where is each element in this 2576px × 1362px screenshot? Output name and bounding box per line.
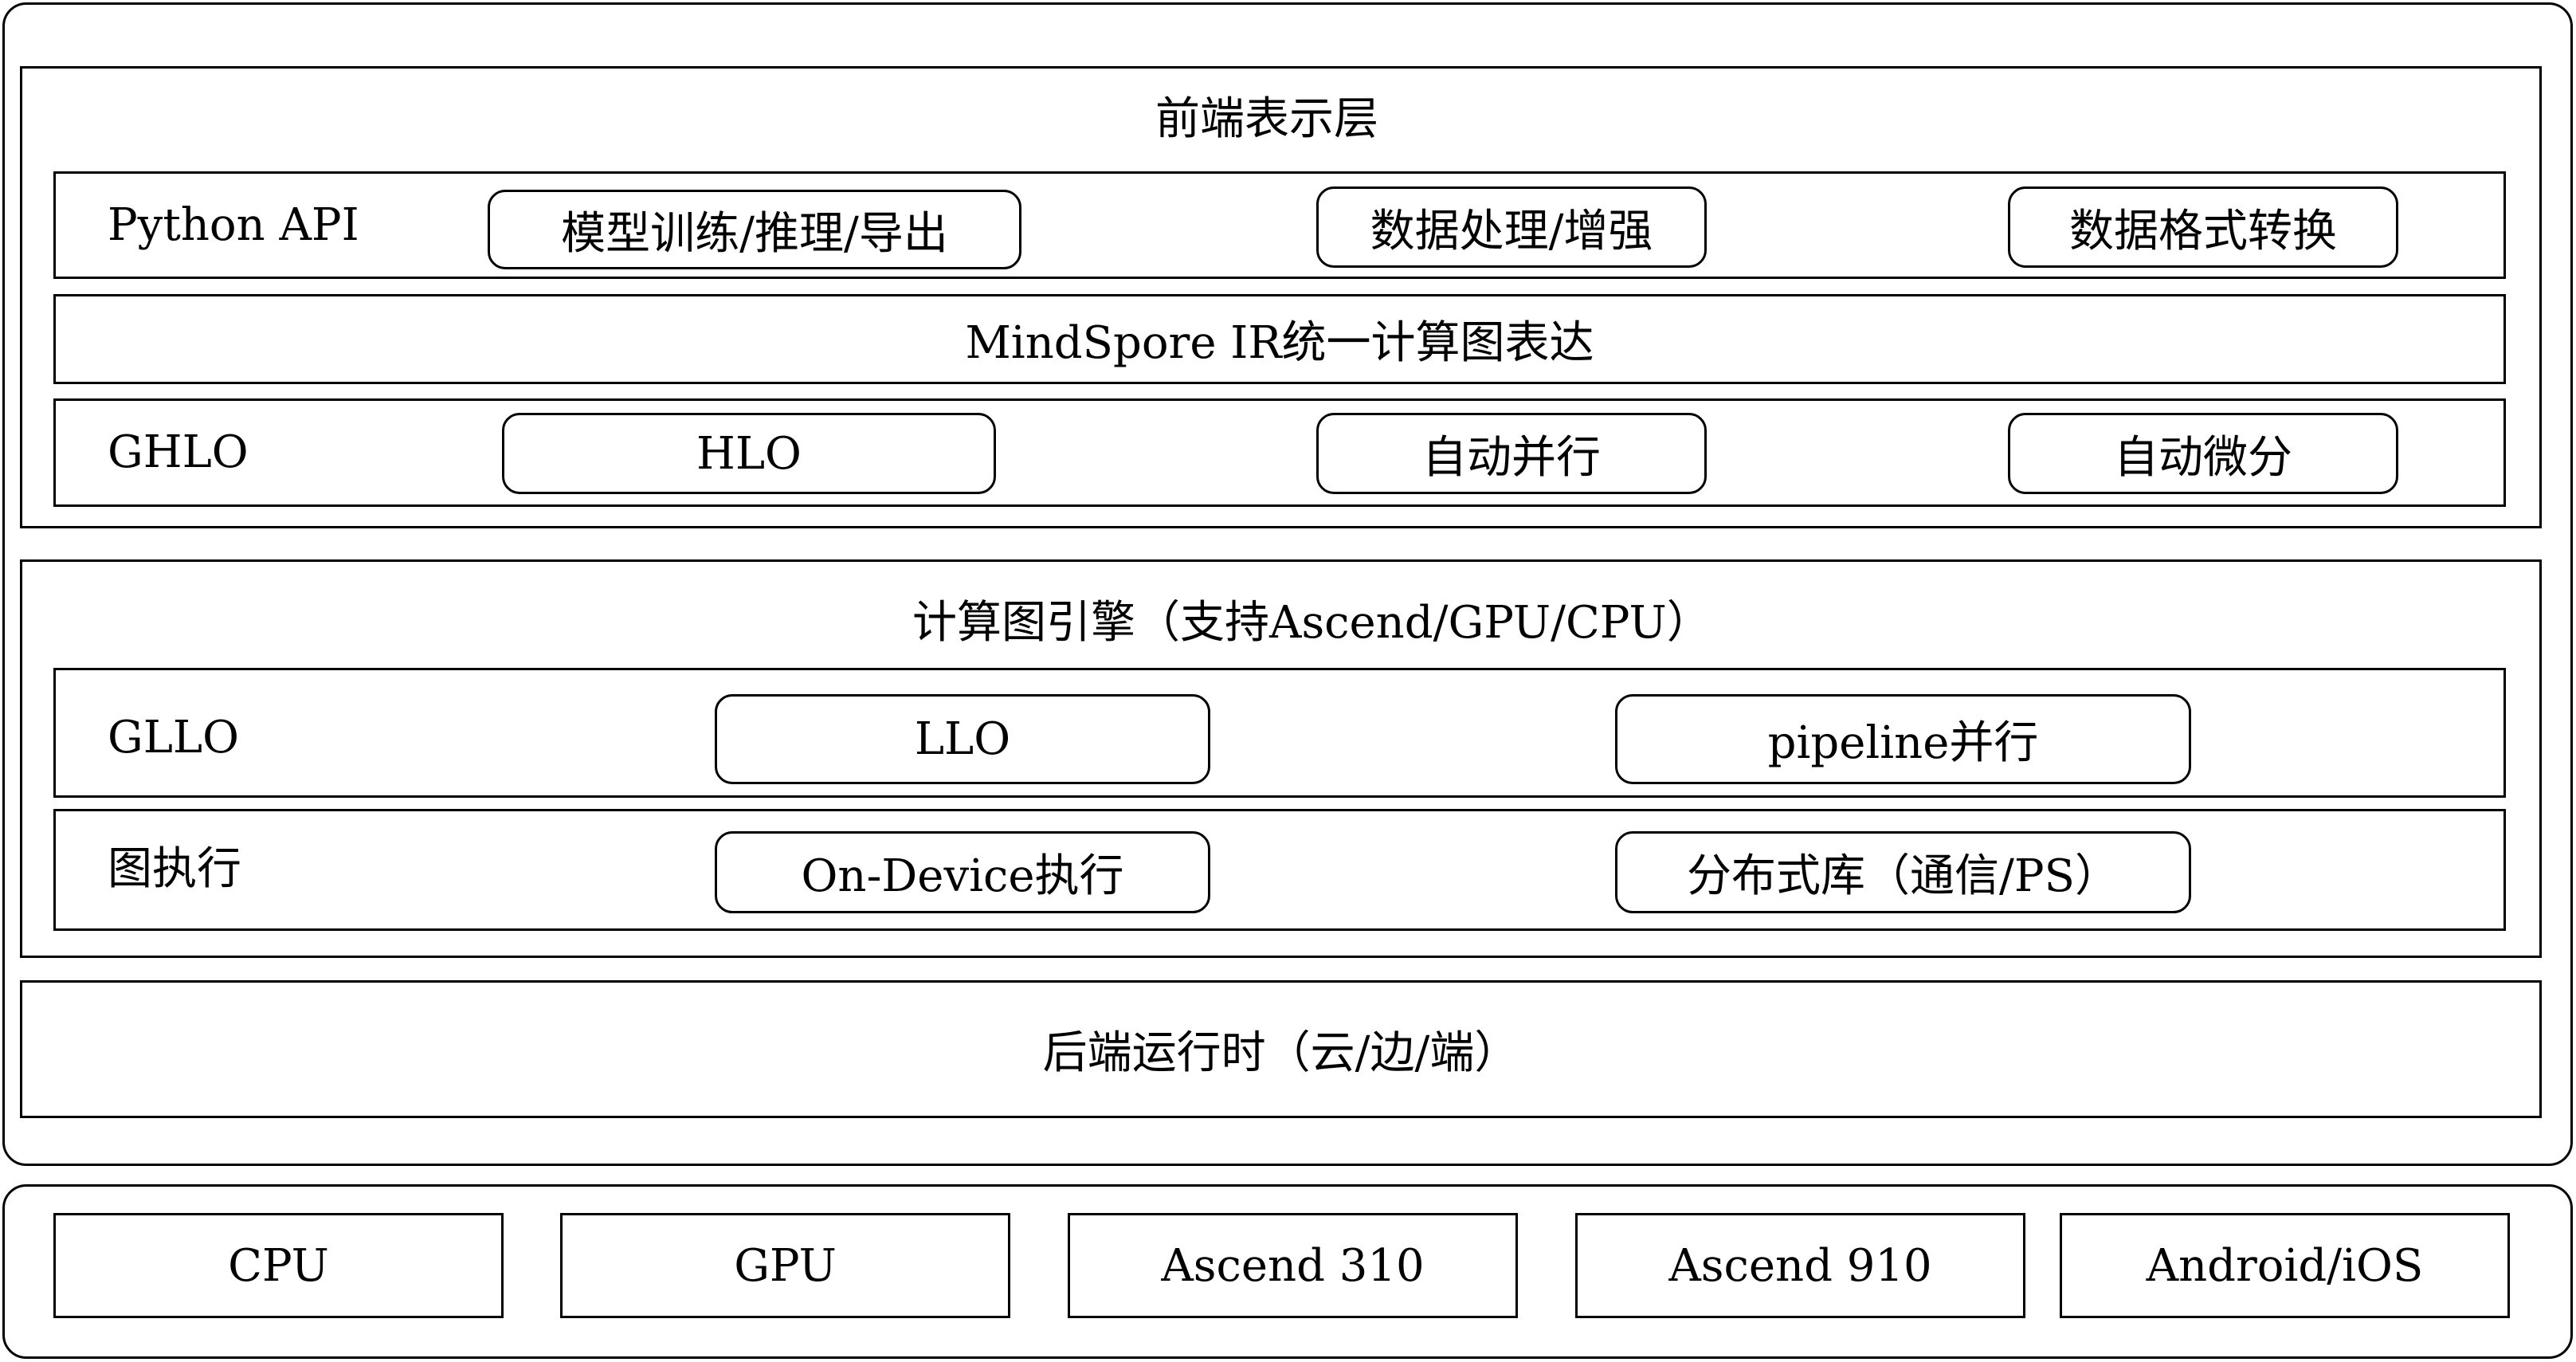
gllo-label: GLLO — [108, 712, 240, 763]
hardware-item-android-ios: Android/iOS — [2060, 1213, 2510, 1318]
hardware-item-gpu: GPU — [560, 1213, 1010, 1318]
graph-exec-label: 图执行 — [108, 843, 241, 895]
python-api-item-train-infer-export: 模型训练/推理/导出 — [488, 190, 1021, 269]
python-api-label: Python API — [108, 199, 359, 251]
frontend-layer-title: 前端表示层 — [1155, 93, 1378, 145]
hardware-item-cpu: CPU — [53, 1213, 504, 1318]
hardware-item-ascend-910: Ascend 910 — [1575, 1213, 2025, 1318]
mindspore-ir-row: MindSpore IR统一计算图表达 — [53, 294, 2506, 384]
graph-engine-title: 计算图引擎（支持Ascend/GPU/CPU） — [912, 597, 1711, 649]
ghlo-item-auto-parallel: 自动并行 — [1316, 413, 1707, 494]
python-api-item-data-format: 数据格式转换 — [2008, 186, 2398, 268]
gllo-item-llo: LLO — [715, 694, 1210, 784]
backend-runtime-layer: 后端运行时（云/边/端） — [20, 980, 2542, 1118]
ghlo-label: GHLO — [108, 426, 249, 478]
ghlo-item-auto-diff: 自动微分 — [2008, 413, 2398, 494]
graph-exec-item-distributed-lib: 分布式库（通信/PS） — [1615, 831, 2191, 913]
gllo-item-pipeline-parallel: pipeline并行 — [1615, 694, 2191, 784]
hardware-item-ascend-310: Ascend 310 — [1068, 1213, 1518, 1318]
python-api-item-data-processing: 数据处理/增强 — [1316, 186, 1707, 268]
ghlo-item-hlo: HLO — [502, 413, 996, 494]
graph-exec-item-on-device: On-Device执行 — [715, 831, 1210, 913]
